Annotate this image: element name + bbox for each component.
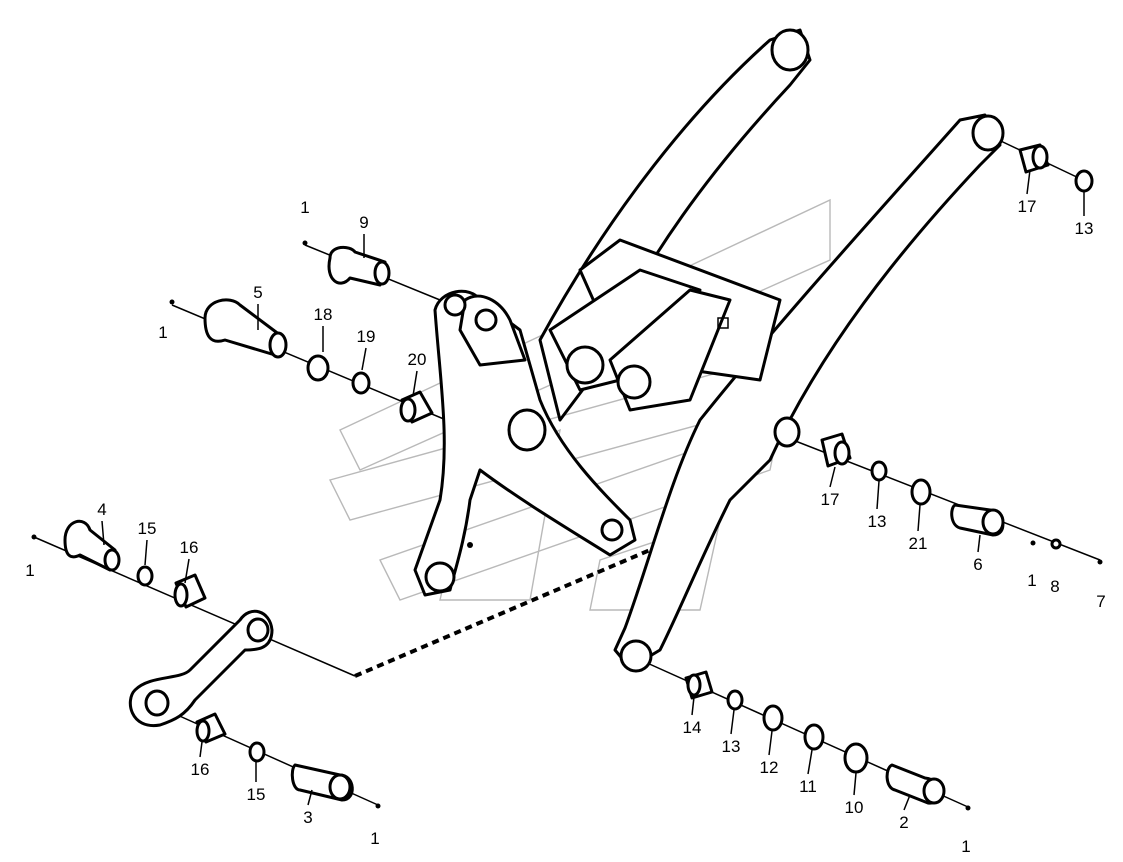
pin-2 [885,763,946,805]
callout-labels: 1 9 5 1 18 19 20 17 13 4 15 16 1 16 15 3… [25,197,1105,856]
label-13-top: 13 [1075,219,1094,238]
ring-13-upper [1074,169,1094,193]
pin-3 [290,763,354,802]
washer-12 [762,704,784,732]
label-15b: 15 [247,785,266,804]
label-18: 18 [314,305,333,324]
label-1a: 1 [300,198,309,217]
label-19: 19 [357,327,376,346]
mid-right-pivot-hole [773,416,801,448]
lift-arm-assembly [538,28,1005,673]
bushing-16-upper [173,573,207,609]
ring-15-lower [248,741,266,763]
ring-13-low [726,689,744,711]
label-3: 3 [303,808,312,827]
ring-19 [351,371,371,395]
bushing-14 [684,670,714,700]
label-6: 6 [973,555,982,574]
bushing-17-upper [1018,143,1050,174]
label-15a: 15 [138,519,157,538]
cross-tube-hole-right [616,364,652,400]
callout-ticks [101,169,1085,811]
label-8: 8 [1050,577,1059,596]
label-1e: 1 [1027,571,1036,590]
washer-21 [910,478,932,506]
label-1b: 1 [158,323,167,342]
pin-6 [950,503,1005,537]
washer-8 [1050,538,1062,550]
label-1c: 1 [25,561,34,580]
ring-15-upper [136,565,154,587]
top-pivot-hole [770,28,810,72]
bellcrank-lever [413,289,637,597]
washer-10 [843,742,869,774]
upper-right-pivot-hole [971,114,1005,152]
lower-right-pivot-hole [619,639,653,673]
label-13-mid: 13 [868,512,887,531]
bushing-20 [399,390,434,424]
reference-dots [31,240,1103,811]
label-17-top: 17 [1018,197,1037,216]
lower-link [128,609,274,727]
bushing-17-mid [820,432,852,468]
label-5: 5 [253,283,262,302]
pin-9 [327,245,391,287]
label-16b: 16 [191,760,210,779]
label-13-low: 13 [722,737,741,756]
label-1f: 1 [961,837,970,856]
label-2: 2 [899,813,908,832]
pin-4 [63,519,121,572]
label-12: 12 [760,758,779,777]
label-21: 21 [909,534,928,553]
bushing-16-lower [195,712,227,744]
ring-13-mid [870,460,888,482]
bellcrank-center-hole [507,408,547,452]
label-14: 14 [683,718,702,737]
washer-11 [803,723,825,751]
label-10: 10 [845,798,864,817]
label-9: 9 [359,213,368,232]
pin-5 [203,298,288,359]
label-1d: 1 [370,829,379,848]
label-11: 11 [799,777,817,796]
cross-tube-hole-left [565,345,605,385]
label-4: 4 [97,500,106,519]
label-16a: 16 [180,538,199,557]
label-7: 7 [1096,592,1105,611]
label-20: 20 [408,350,427,369]
label-17-mid: 17 [821,490,840,509]
washer-18 [306,354,330,382]
